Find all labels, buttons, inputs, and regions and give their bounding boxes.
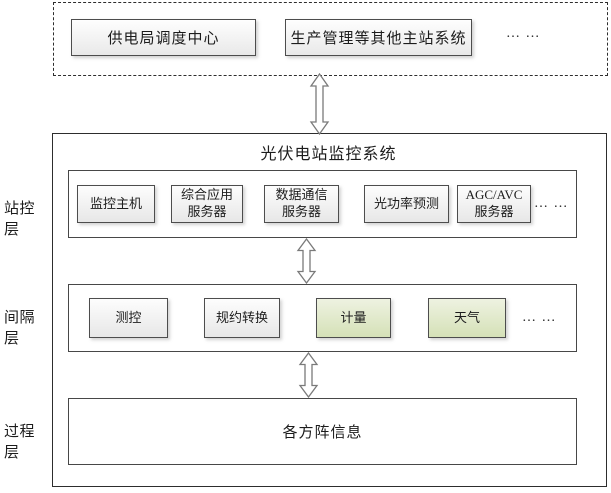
process-layer-box: 各方阵信息	[68, 398, 577, 465]
ellipsis-remote: … …	[506, 26, 541, 41]
node-solar-power-forecast: 光功率预测	[364, 185, 449, 223]
node-metering: 计量	[316, 298, 391, 338]
ellipsis-station-layer: … …	[534, 171, 569, 237]
remote-systems-group: 供电局调度中心 生产管理等其他主站系统 … …	[53, 2, 608, 76]
node-monitoring-host: 监控主机	[77, 185, 155, 223]
ellipsis-bay-layer: … …	[522, 285, 557, 351]
node-weather: 天气	[428, 298, 506, 338]
node-other-master-systems: 生产管理等其他主站系统	[285, 19, 472, 56]
double-arrow-icon	[296, 238, 317, 284]
ellipsis-text: … …	[534, 196, 569, 211]
bay-layer-box: 测控 规约转换 计量 天气 … …	[68, 284, 577, 352]
node-agc-avc-server: AGC/AVC 服务器	[457, 185, 531, 223]
station-layer-box: 监控主机 综合应用 服务器 数据通信 服务器 光功率预测 AGC/AVC 服务器…	[68, 170, 577, 238]
system-title: 光伏电站监控系统	[260, 146, 397, 163]
node-protocol-conversion: 规约转换	[204, 298, 280, 338]
ellipsis-text: … …	[522, 310, 557, 325]
node-array-info: 各方阵信息	[282, 425, 363, 441]
double-arrow-icon	[309, 73, 330, 135]
node-data-comm-server: 数据通信 服务器	[264, 185, 339, 223]
node-integrated-app-server: 综合应用 服务器	[171, 185, 243, 223]
double-arrow-icon	[298, 352, 319, 398]
label-bay-layer: 间隔层	[4, 310, 36, 347]
label-process-layer: 过程层	[4, 424, 36, 461]
node-dispatch-center: 供电局调度中心	[71, 19, 256, 56]
node-measure-control: 测控	[89, 298, 168, 338]
label-station-layer: 站控层	[4, 201, 36, 238]
